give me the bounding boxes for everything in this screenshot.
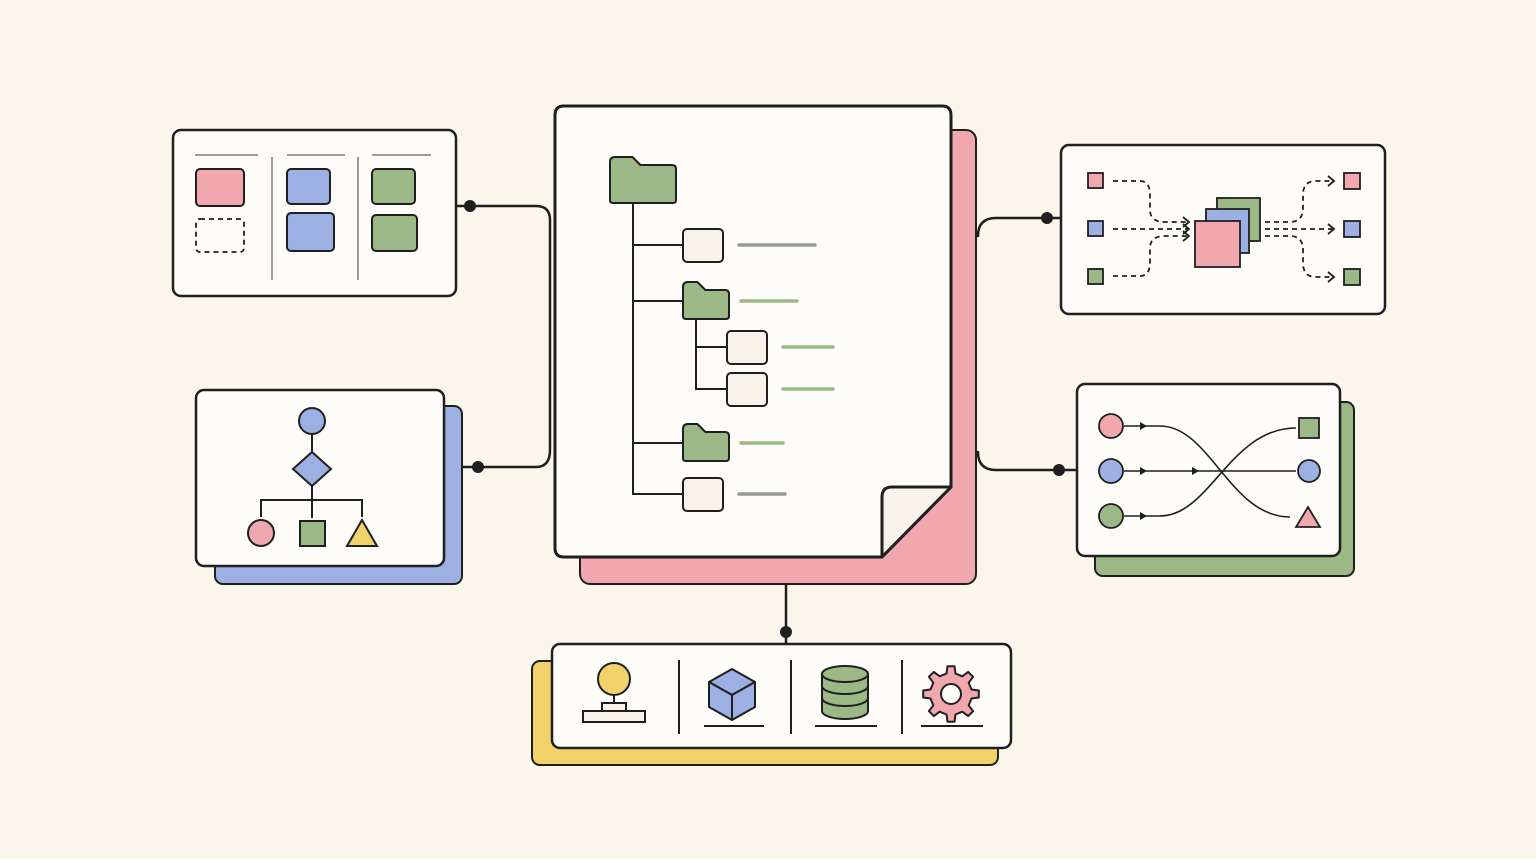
flowchart-pink-node: [247, 519, 275, 547]
cube-right-face: [731, 681, 756, 721]
tree-trunk: [632, 202, 683, 495]
cube-icon[interactable]: [704, 668, 764, 727]
kanban-card-blue: [286, 168, 331, 205]
file-tree: [609, 156, 835, 512]
toolbar-dividers: [678, 660, 903, 734]
merged-stack-pink: [1194, 220, 1241, 268]
merge-arrowheads: [1182, 175, 1336, 283]
arrowhead: [1140, 512, 1147, 520]
crossover-right-green-square: [1298, 417, 1320, 439]
crossover-right-pink-triangle: [1294, 505, 1322, 528]
merge-input-path: [1113, 180, 1188, 223]
kanban-card-green: [371, 168, 416, 205]
tree-file-icon: [682, 477, 724, 512]
database-body: [821, 674, 869, 720]
joystick-knob: [597, 662, 631, 696]
arrowhead: [1327, 175, 1336, 187]
arrowhead: [1327, 271, 1336, 283]
joystick-icon[interactable]: [582, 662, 646, 723]
connector-kanban-to-document: [456, 204, 552, 469]
tree-root-folder-icon: [609, 156, 677, 204]
crossover-link: [1124, 425, 1291, 518]
database-band: [821, 697, 869, 707]
connector-dot: [464, 200, 476, 212]
kanban-card-green: [371, 214, 418, 252]
connector-document-to-merge-flow: [976, 216, 1062, 238]
arrowhead: [1140, 422, 1147, 430]
flowchart-edges: [260, 434, 363, 518]
split-output-path: [1265, 235, 1334, 278]
joystick-base: [582, 710, 646, 723]
arrowhead: [1327, 223, 1336, 235]
database-top: [821, 665, 869, 683]
toolbar-tray: [531, 642, 1013, 766]
flowchart-start-node: [298, 407, 326, 435]
arrowhead: [1140, 467, 1147, 475]
tree-file-icon: [682, 228, 724, 263]
split-output-pink: [1343, 172, 1361, 190]
flowchart-panel: [194, 388, 463, 585]
connector-dot: [472, 461, 484, 473]
kanban-card-placeholder: [195, 218, 245, 253]
connector-dot: [780, 626, 792, 638]
arrowhead: [1182, 230, 1191, 242]
connector-dot: [1041, 212, 1053, 224]
central-document: [553, 104, 977, 585]
tree-file-icon: [726, 372, 768, 407]
database-band: [821, 685, 869, 695]
crossover-links: [1124, 425, 1297, 518]
toolbar-card-frame: [550, 642, 1013, 750]
connector-document-to-crossover: [976, 450, 1077, 472]
flowchart-green-node: [299, 520, 326, 547]
merge-input-green: [1087, 268, 1104, 285]
crossover-left-blue: [1098, 458, 1124, 484]
merge-input-path: [1113, 235, 1188, 277]
gear-hole: [940, 683, 962, 705]
document-page-curl: [880, 485, 953, 559]
connector-dots: [464, 200, 1065, 638]
merge-input-blue: [1087, 220, 1104, 237]
split-output-path: [1265, 180, 1334, 223]
crossover-link: [1124, 427, 1297, 517]
crossover-panel: [1075, 382, 1355, 577]
kanban-card-blue: [286, 212, 335, 252]
crossover-left-green: [1098, 503, 1124, 529]
tree-folder-icon: [682, 423, 730, 462]
connectors: [456, 204, 1077, 647]
arrowhead: [1192, 467, 1199, 475]
tree-folder-icon: [682, 281, 730, 320]
tree-file-icon: [726, 330, 768, 365]
crossover-left-pink: [1098, 413, 1124, 439]
split-output-blue: [1343, 220, 1361, 238]
kanban-panel: [171, 128, 458, 298]
merge-split-panel: [1059, 143, 1387, 316]
flowchart-decision-node: [291, 450, 333, 488]
gear-icon[interactable]: [921, 665, 983, 727]
database-icon[interactable]: [815, 665, 877, 727]
crossover-arrowheads: [1140, 422, 1199, 520]
split-output-green: [1343, 268, 1361, 286]
tree-subtrunk: [695, 318, 727, 390]
flowchart-yellow-node: [345, 517, 379, 547]
merge-dashed-paths: [1113, 180, 1334, 278]
connector-dot: [1053, 464, 1065, 476]
merge-input-pink: [1087, 172, 1104, 189]
kanban-column-dividers: [271, 157, 359, 280]
crossover-right-blue-circle: [1297, 459, 1321, 483]
kanban-card-pink: [195, 168, 245, 207]
